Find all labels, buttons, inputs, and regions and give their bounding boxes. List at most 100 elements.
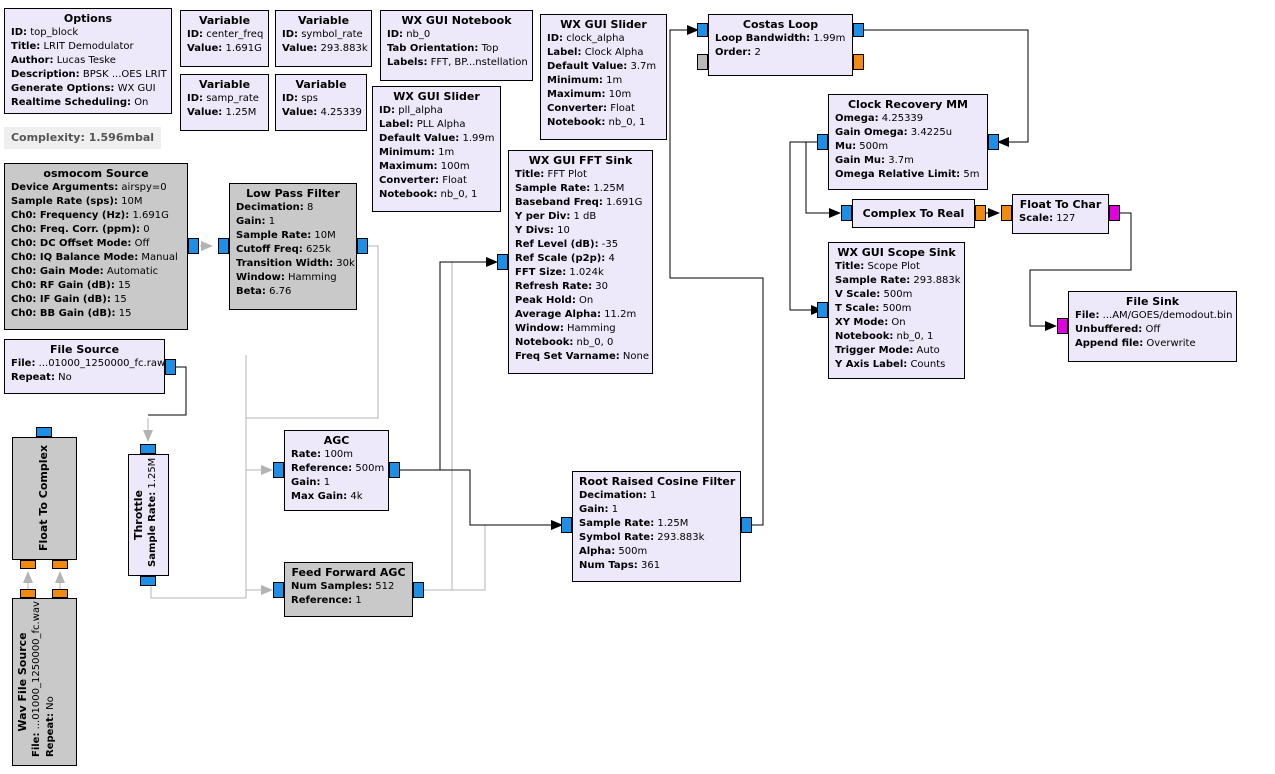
rotated-content: Float To Complex — [13, 438, 76, 559]
block-title: Variable — [198, 78, 251, 91]
param-row: Value: 1.25M — [187, 106, 262, 120]
param-value: 500m — [883, 289, 913, 300]
agc-out-port[interactable] — [389, 462, 400, 478]
param-row: ID: pll_alpha — [379, 104, 494, 118]
costas-out-port[interactable] — [853, 23, 864, 37]
block-title: Feed Forward AGC — [291, 566, 406, 579]
param-row: Gain: 1 — [579, 503, 734, 517]
param-value: Off — [1145, 324, 1161, 335]
throttle-out-port[interactable] — [140, 576, 156, 586]
clock-in-port[interactable] — [817, 134, 828, 150]
wav-out-port-2[interactable] — [52, 589, 68, 598]
filesink-in-port[interactable] — [1057, 318, 1068, 334]
scope-in-port[interactable] — [817, 302, 828, 318]
lpf-out-port[interactable] — [357, 238, 368, 254]
param-value: 15 — [118, 280, 131, 291]
rrc-out-port[interactable] — [741, 517, 752, 533]
float-to-complex-block[interactable]: Float To Complex — [12, 437, 77, 560]
block-title: osmocom Source — [43, 167, 149, 180]
param-row: Sample Rate: 1.25M — [515, 182, 646, 196]
param-key: ID: — [387, 29, 404, 40]
param-row: Decimation: 1 — [579, 489, 734, 503]
param-value: Off — [134, 238, 150, 249]
clock-out-port[interactable] — [988, 134, 999, 150]
lpf-in-port[interactable] — [218, 238, 229, 254]
filesource-out-port[interactable] — [165, 359, 176, 375]
c2r-in-port[interactable] — [841, 205, 852, 221]
param-row: Tab Orientation: Top — [387, 42, 526, 56]
param-value: 127 — [1056, 213, 1076, 224]
c2r-out-port[interactable] — [975, 205, 986, 221]
param-key: Ch0: Freq. Corr. (ppm): — [11, 224, 141, 235]
wire-rrc-to-costas — [669, 25, 764, 526]
fft-in-port[interactable] — [497, 254, 508, 270]
param-value: None — [622, 351, 650, 362]
osmocom-out-port[interactable] — [188, 238, 199, 254]
param-row: Cutoff Freq: 625k — [236, 243, 350, 257]
ffagc-in-port[interactable] — [273, 582, 284, 598]
param-value: 625k — [305, 244, 331, 255]
block-title: Wav File Source — [16, 632, 29, 732]
param-key: Average Alpha: — [515, 309, 601, 320]
f2complex-out-port[interactable] — [36, 427, 52, 437]
param-key: Ch0: Frequency (Hz): — [11, 210, 130, 221]
throttle-in-port[interactable] — [140, 444, 156, 454]
costas-in-port[interactable] — [697, 23, 708, 37]
complex-to-real-block[interactable]: Complex To Real — [852, 199, 975, 228]
param-row: Rate: 100m — [291, 448, 382, 462]
costas-out-port-2[interactable] — [853, 54, 864, 70]
agc-in-port[interactable] — [273, 462, 284, 478]
f2complex-in-port-2[interactable] — [52, 560, 68, 569]
param-row: Unbuffered: Off — [1075, 323, 1230, 337]
param-row: Notebook: nb_0, 1 — [547, 116, 660, 130]
param-value: ...01000_1250000_fc.raw — [38, 358, 166, 369]
costas-in-port-2[interactable] — [697, 54, 708, 70]
f2c-out-port[interactable] — [1109, 205, 1120, 221]
param-row: Author: Lucas Teske — [11, 54, 165, 68]
param-row: Trigger Mode: Auto — [835, 344, 958, 358]
f2c-in-port[interactable] — [1001, 205, 1012, 221]
rrc-in-port[interactable] — [561, 517, 572, 533]
param-key: Sample Rate: — [147, 491, 158, 567]
f2complex-in-port-1[interactable] — [20, 560, 36, 569]
param-value: 100m — [324, 449, 354, 460]
param-key: Reference: — [291, 595, 353, 606]
param-key: Minimum: — [379, 147, 435, 158]
param-row: Mu: 500m — [835, 140, 981, 154]
param-value: nb_0 — [406, 29, 431, 40]
param-row: Label: PLL Alpha — [379, 118, 494, 132]
param-row: Notebook: nb_0, 0 — [515, 336, 646, 350]
param-key: Cutoff Freq: — [236, 244, 303, 255]
param-key: Gain Mu: — [835, 155, 886, 166]
param-row: Num Samples: 512 — [291, 580, 406, 594]
ffagc-out-port[interactable] — [413, 582, 424, 598]
param-row: Ch0: RF Gain (dB): 15 — [11, 279, 181, 293]
param-row: Gain Mu: 3.7m — [835, 154, 981, 168]
param-key: Default Value: — [547, 61, 628, 72]
param-value: 1.25M — [225, 107, 257, 118]
wav-out-port-1[interactable] — [20, 589, 36, 598]
param-value: Float — [442, 175, 467, 186]
